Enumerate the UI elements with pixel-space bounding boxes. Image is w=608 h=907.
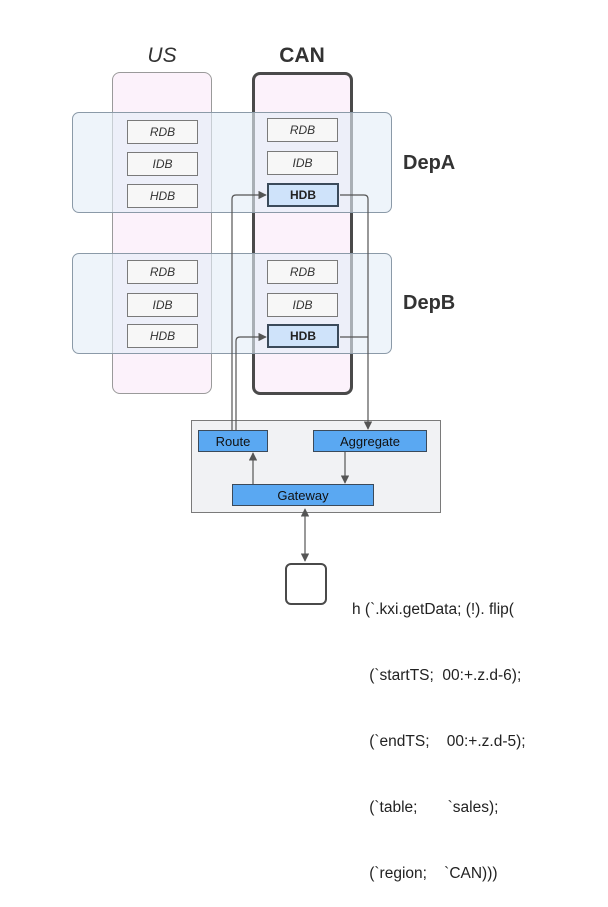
node-hdb: HDB — [127, 324, 198, 348]
route-button[interactable]: Route — [198, 430, 268, 452]
node-hdb-active[interactable]: HDB — [267, 324, 339, 348]
node-rdb: RDB — [267, 260, 338, 284]
route-to-depb-hdb-arrow — [235, 332, 267, 430]
depa-hdb-to-aggregate-arrow — [340, 194, 373, 430]
node-rdb: RDB — [127, 120, 198, 144]
query-line: (`endTS; 00:+.z.d-5); — [352, 733, 526, 750]
node-idb: IDB — [267, 151, 338, 175]
column-label-can: CAN — [279, 44, 325, 67]
aggregate-button[interactable]: Aggregate — [313, 430, 427, 452]
node-rdb: RDB — [127, 260, 198, 284]
query-line: (`startTS; 00:+.z.d-6); — [352, 667, 522, 684]
node-hdb-active[interactable]: HDB — [267, 183, 339, 207]
node-idb: IDB — [267, 293, 338, 317]
band-label-depb: DepB — [403, 292, 456, 314]
connectors — [231, 190, 373, 562]
column-label-us: US — [147, 44, 177, 67]
node-rdb: RDB — [267, 118, 338, 142]
node-idb: IDB — [127, 293, 198, 317]
band-label-depa: DepA — [403, 152, 456, 174]
query-line: (`region; `CAN))) — [352, 865, 498, 882]
gateway-button[interactable]: Gateway — [232, 484, 374, 506]
node-idb: IDB — [127, 152, 198, 176]
route-to-depa-hdb-arrow — [231, 190, 267, 430]
node-hdb: HDB — [127, 184, 198, 208]
client-node[interactable] — [285, 563, 327, 605]
query-line: h (`.kxi.getData; (!). flip( — [352, 601, 514, 618]
query-line: (`table; `sales); — [352, 799, 499, 816]
